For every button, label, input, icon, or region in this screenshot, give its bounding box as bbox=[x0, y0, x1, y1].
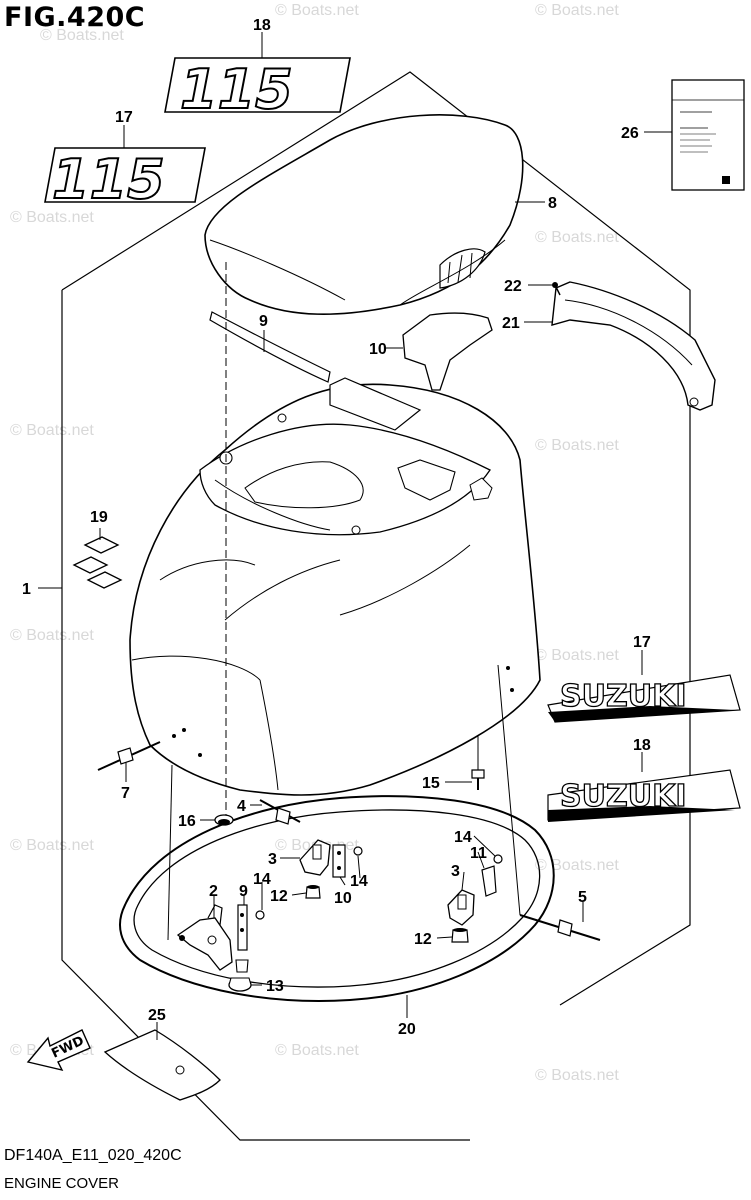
watermark: © Boats.net bbox=[535, 437, 619, 454]
owners-manual bbox=[671, 79, 745, 191]
cap bbox=[228, 977, 252, 992]
callout-label: 9 bbox=[239, 883, 248, 900]
watermark: © Boats.net bbox=[535, 857, 619, 874]
forward-arrow: FWD bbox=[26, 1029, 91, 1072]
watermark: © Boats.net bbox=[40, 27, 124, 44]
watermark: © Boats.net bbox=[275, 2, 359, 19]
bolt bbox=[471, 769, 485, 790]
callout-label: 1 bbox=[22, 581, 31, 598]
brand-decal-upper: SUZUKI bbox=[547, 674, 741, 723]
callout-label: 9 bbox=[259, 313, 268, 330]
seal-strip bbox=[209, 311, 331, 383]
screw bbox=[255, 846, 503, 920]
callout-label: 19 bbox=[90, 509, 108, 526]
pivot-pin-left-upper bbox=[259, 799, 301, 825]
callout-label: 12 bbox=[270, 888, 288, 905]
callout-label: 8 bbox=[548, 195, 557, 212]
callout-label: 14 bbox=[350, 873, 368, 890]
grommet bbox=[214, 814, 234, 826]
callout-label: 13 bbox=[266, 978, 284, 995]
callout-label: 14 bbox=[454, 829, 472, 846]
callout-label: 17 bbox=[633, 634, 651, 651]
callout-label: 18 bbox=[633, 737, 651, 754]
suzuki-emblem bbox=[72, 536, 123, 589]
lock-rod bbox=[237, 904, 248, 951]
model-decal-text: 115 bbox=[180, 58, 293, 121]
watermark: © Boats.net bbox=[535, 647, 619, 664]
model-decal-upper: 115 bbox=[164, 57, 351, 122]
lock-assembly bbox=[176, 904, 249, 973]
model-decal-text: 115 bbox=[52, 148, 165, 211]
callout-label: 14 bbox=[253, 871, 271, 888]
top-cover bbox=[204, 114, 524, 316]
latch-plate bbox=[332, 844, 346, 878]
air-duct-bracket bbox=[402, 312, 493, 391]
callout-label: 5 bbox=[578, 889, 587, 906]
watermark: © Boats.net bbox=[10, 209, 94, 226]
tool-pouch bbox=[103, 1029, 221, 1101]
watermark: © Boats.net bbox=[10, 837, 94, 854]
callout-label: 3 bbox=[268, 851, 277, 868]
latch-upper bbox=[299, 839, 331, 876]
figure-title: FIG.420C bbox=[4, 2, 146, 33]
watermark: © Boats.net bbox=[275, 1042, 359, 1059]
figure-code: DF140A_E11_020_420C bbox=[4, 1147, 182, 1164]
callout-label: 17 bbox=[115, 109, 133, 126]
watermark: © Boats.net bbox=[535, 1067, 619, 1084]
callout-label: 15 bbox=[422, 775, 440, 792]
callout-label: 2 bbox=[209, 883, 218, 900]
callout-label: 16 bbox=[178, 813, 196, 830]
callout-label: 10 bbox=[369, 341, 387, 358]
handle-screw bbox=[552, 282, 561, 296]
carry-handle bbox=[551, 281, 716, 411]
watermark: © Boats.net bbox=[10, 627, 94, 644]
callout-label: 26 bbox=[621, 125, 639, 142]
callout-label: 7 bbox=[121, 785, 130, 802]
callout-labels: 18 17 26 8 9 10 22 21 1 19 7 4 16 15 17 … bbox=[22, 17, 651, 1038]
watermark: © Boats.net bbox=[10, 422, 94, 439]
callout-label: 4 bbox=[237, 798, 246, 815]
callout-label: 25 bbox=[148, 1007, 166, 1024]
callout-leaders bbox=[38, 32, 672, 1040]
main-engine-cover bbox=[129, 377, 541, 796]
callout-label: 10 bbox=[334, 890, 352, 907]
watermark: © Boats.net bbox=[535, 2, 619, 19]
callout-label: 20 bbox=[398, 1021, 416, 1038]
callout-label: 12 bbox=[414, 931, 432, 948]
model-decal-lower: 115 bbox=[44, 147, 206, 212]
pivot-pin-left bbox=[97, 741, 161, 771]
bushing bbox=[305, 885, 469, 943]
callout-label: 3 bbox=[451, 863, 460, 880]
callout-label: 22 bbox=[504, 278, 522, 295]
callout-label: 18 bbox=[253, 17, 271, 34]
callout-label: 11 bbox=[470, 845, 487, 862]
figure-name: ENGINE COVER bbox=[4, 1175, 120, 1192]
pivot-pin-right bbox=[519, 914, 601, 941]
watermark: © Boats.net bbox=[535, 229, 619, 246]
callout-label: 21 bbox=[502, 315, 520, 332]
brand-decal-lower: SUZUKI bbox=[547, 769, 741, 822]
cover-seal-ring bbox=[119, 795, 555, 1002]
